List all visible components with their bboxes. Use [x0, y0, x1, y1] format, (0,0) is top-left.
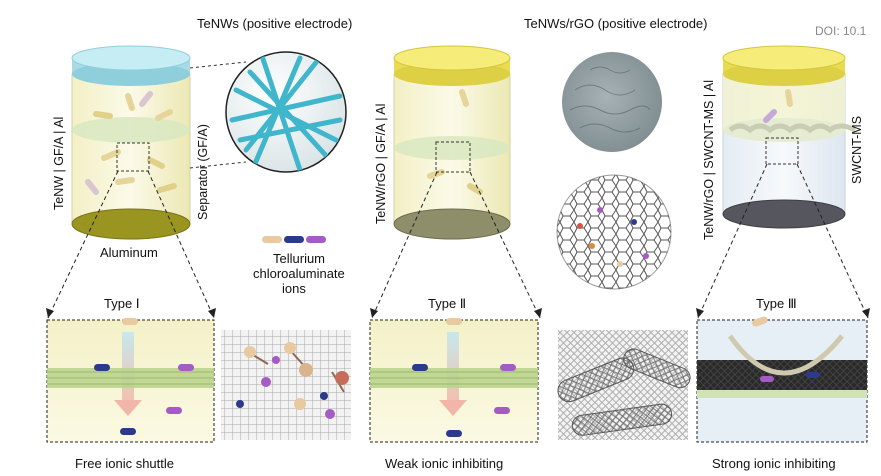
cell-1-aluminum-label: Aluminum — [100, 245, 158, 260]
cell-1-separator-label: Separator (GF/A) — [196, 124, 210, 220]
legend-ions — [262, 236, 326, 243]
graphene-lattice-sphere — [556, 174, 672, 290]
ion-mesh-panel — [221, 330, 351, 440]
legend-line-1: Tellurium — [273, 251, 326, 266]
cell-2-battery — [393, 45, 511, 240]
heading-tenws: TeNWs (positive electrode) — [197, 16, 353, 31]
legend-line-3: ions — [282, 281, 306, 296]
caption-free-ionic-shuttle: Free ionic shuttle — [75, 456, 174, 471]
zoom-arrowheads — [46, 308, 870, 318]
nanowire-network-sphere — [189, 51, 347, 173]
type-3-label: Type Ⅲ — [756, 296, 797, 311]
legend-line-2: chloroaluminate — [253, 266, 345, 281]
cell-1-nanowires — [85, 91, 177, 195]
cell-3-stack-label: TeNW/rGO | SWCNT-MS | Al — [702, 80, 716, 240]
cell-1-stack-label: TeNW | GF/A | Al — [52, 116, 66, 210]
heading-tenws-rgo: TeNWs/rGO (positive electrode) — [524, 16, 708, 31]
nanotube-panel — [557, 330, 691, 440]
type-1-label: Type Ⅰ — [104, 296, 140, 311]
caption-strong-ionic-inhibiting: Strong ionic inhibiting — [712, 456, 836, 471]
caption-weak-ionic-inhibiting: Weak ionic inhibiting — [385, 456, 504, 471]
type-2-panel — [369, 318, 539, 443]
type-2-label: Type Ⅱ — [428, 296, 467, 311]
cell-3-separator-label: SWCNT-MS — [850, 115, 864, 184]
doi-label: DOI: 10.1 — [815, 24, 867, 38]
rgo-sphere — [562, 52, 662, 152]
cell-2-stack-label: TeNW/rGO | GF/A | Al — [374, 103, 388, 224]
type-3-panel — [696, 316, 868, 443]
zoom-guides — [47, 163, 869, 319]
cell-1-battery — [71, 45, 191, 240]
cell-3-battery — [722, 45, 857, 229]
type-1-panel — [46, 318, 215, 443]
